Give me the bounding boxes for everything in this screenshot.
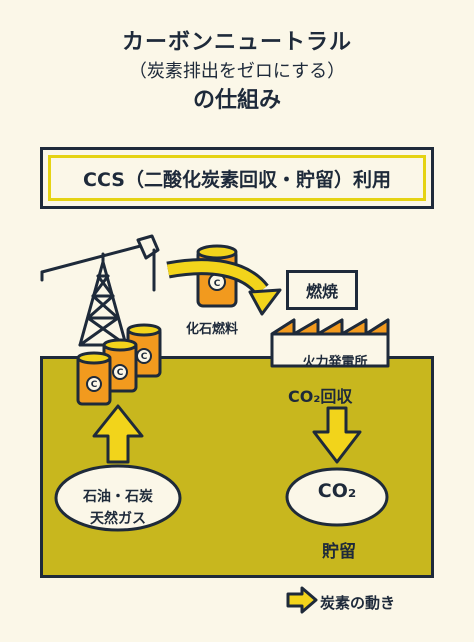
title-line2: （炭素排出をゼロにする） <box>128 61 346 82</box>
arrow-to-combustion-icon <box>166 258 282 316</box>
power-plant-icon <box>270 318 390 368</box>
co2-storage-ellipse <box>285 467 389 527</box>
barrel-c-mark: C <box>214 279 221 289</box>
ccs-banner: CCS（二酸化炭素回収・貯留）利用 <box>40 147 434 209</box>
barrel-c-mark: C <box>117 368 124 378</box>
co2-label: CO₂ <box>317 480 357 502</box>
barrel-c-mark: C <box>141 352 148 362</box>
power-plant-label: 火力発電所 <box>302 355 368 370</box>
barrel-icon <box>76 351 112 406</box>
combustion-label: 燃焼 <box>286 270 358 310</box>
oil-gas-ellipse <box>54 464 182 532</box>
storage-label: 貯留 <box>322 542 356 562</box>
arrow-down-icon <box>312 406 362 464</box>
title-block: カーボンニュートラル （炭素排出をゼロにする） の仕組み <box>0 28 474 116</box>
fossil-fuel-label: 化石燃料 <box>186 322 239 337</box>
barrel-c-mark: C <box>91 380 98 390</box>
title-line1: カーボンニュートラル <box>121 30 352 55</box>
legend-arrow-icon <box>286 586 318 614</box>
ccs-banner-text: CCS（二酸化炭素回収・貯留）利用 <box>48 155 426 201</box>
oil-gas-label: 石油・石炭 天然ガス <box>60 486 176 530</box>
legend-label: 炭素の動き <box>320 594 396 612</box>
barrel-icon-cluster <box>76 323 162 406</box>
arrow-up-icon <box>92 404 144 464</box>
title-line3: の仕組み <box>192 88 281 113</box>
oil-coal-label-line2: 天然ガス <box>90 511 146 527</box>
co2-capture-label: CO₂回収 <box>288 387 353 406</box>
barrel-icon <box>102 338 138 393</box>
oil-coal-label-line1: 石油・石炭 <box>83 489 153 505</box>
